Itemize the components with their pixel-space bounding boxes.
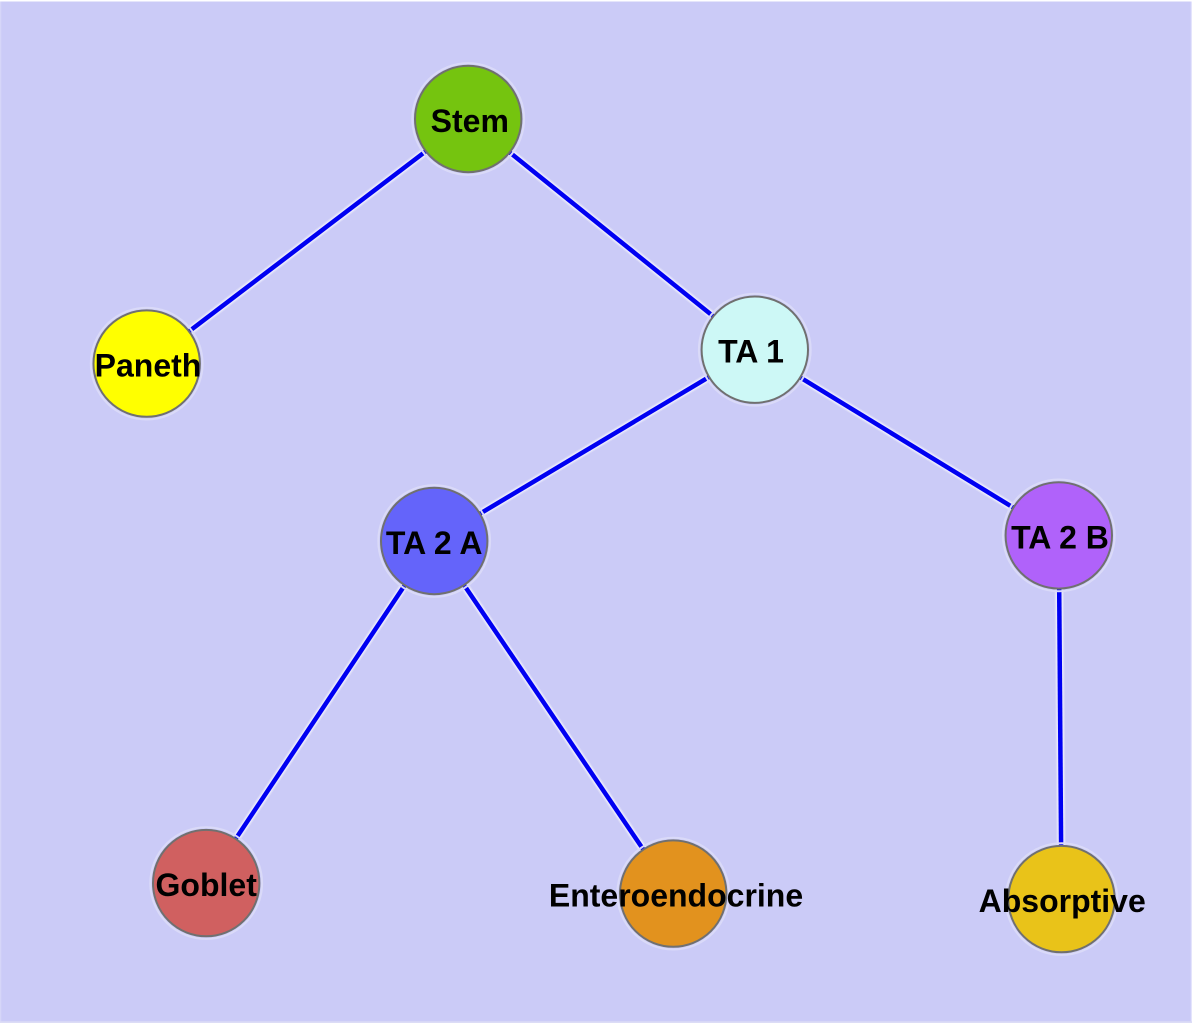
svg-text:TA 2 A: TA 2 A bbox=[386, 525, 483, 561]
svg-text:TA 2 B: TA 2 B bbox=[1011, 519, 1109, 555]
svg-text:Enteroendocrine: Enteroendocrine bbox=[549, 878, 803, 914]
svg-text:Stem: Stem bbox=[431, 103, 509, 139]
svg-text:Absorptive: Absorptive bbox=[979, 883, 1146, 919]
svg-text:TA 1: TA 1 bbox=[718, 334, 784, 370]
svg-text:Paneth: Paneth bbox=[95, 348, 202, 384]
svg-text:Goblet: Goblet bbox=[156, 867, 258, 903]
